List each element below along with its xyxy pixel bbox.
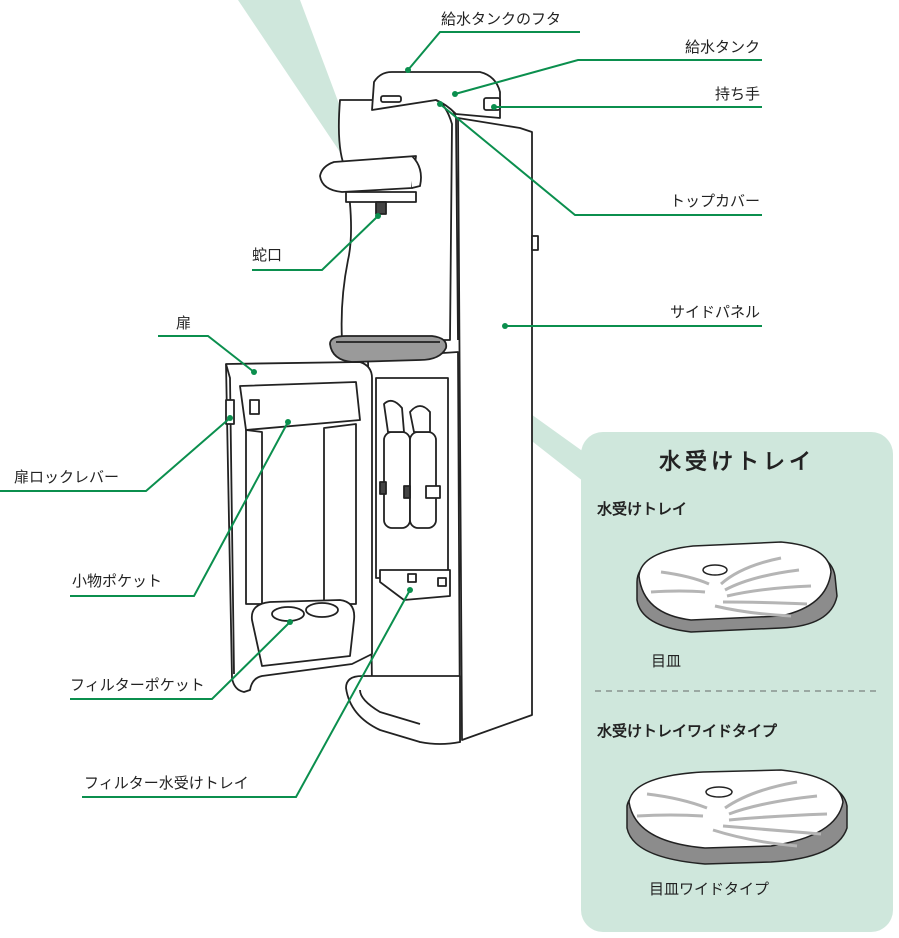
label-tank-lid: 給水タンクのフタ: [441, 10, 562, 28]
water-server-body: [225, 71, 539, 745]
filter-cartridge: [409, 431, 437, 529]
body-drip-tray: [329, 335, 448, 363]
label-tank: 給水タンク: [684, 38, 760, 56]
label-faucet: 蛇口: [252, 246, 283, 264]
drip-tray-panel: 水受けトレイ 水受けトレイ 目皿 水受けトレイワイドタイプ 目皿ワイドタイプ: [581, 432, 893, 932]
panel-divider: [595, 690, 881, 692]
label-top-cover: トップカバー: [669, 192, 760, 210]
standard-tray-illustration: [636, 541, 838, 633]
faucet-callout-beam: [238, 0, 362, 167]
filter-cartridge: [383, 431, 411, 529]
label-filter-drip-tray: フィルター水受けトレイ: [84, 774, 249, 792]
base: [345, 675, 461, 745]
top-cover: [337, 99, 453, 341]
label-side-panel: サイドパネル: [669, 303, 760, 321]
leader-lines: [0, 31, 762, 843]
label-filter-pocket: フィルターポケット: [70, 676, 205, 694]
wide-tray-illustration: [626, 769, 848, 865]
label-door: 扉: [176, 314, 192, 332]
water-tank: [371, 71, 501, 119]
label-door-lock-lever: 扉ロックレバー: [14, 468, 120, 486]
accessory-pocket: [239, 381, 361, 431]
faucet-shelf: [319, 155, 417, 193]
tank-lid-slot: [380, 95, 402, 103]
faucet-spout: [375, 201, 387, 215]
door-lock-lever: [225, 399, 235, 425]
wide-tray-heading: 水受けトレイワイドタイプ: [597, 722, 778, 740]
panel-title: 水受けトレイ: [658, 450, 815, 475]
label-handle: 持ち手: [714, 85, 760, 103]
label-accessory-pocket: 小物ポケット: [72, 572, 163, 590]
filter-drip-tray: [379, 569, 451, 601]
side-panel: [457, 117, 533, 741]
standard-tray-heading: 水受けトレイ: [597, 500, 688, 518]
wide-tray-caption: 目皿ワイドタイプ: [649, 880, 770, 898]
standard-tray-caption: 目皿: [651, 652, 682, 670]
